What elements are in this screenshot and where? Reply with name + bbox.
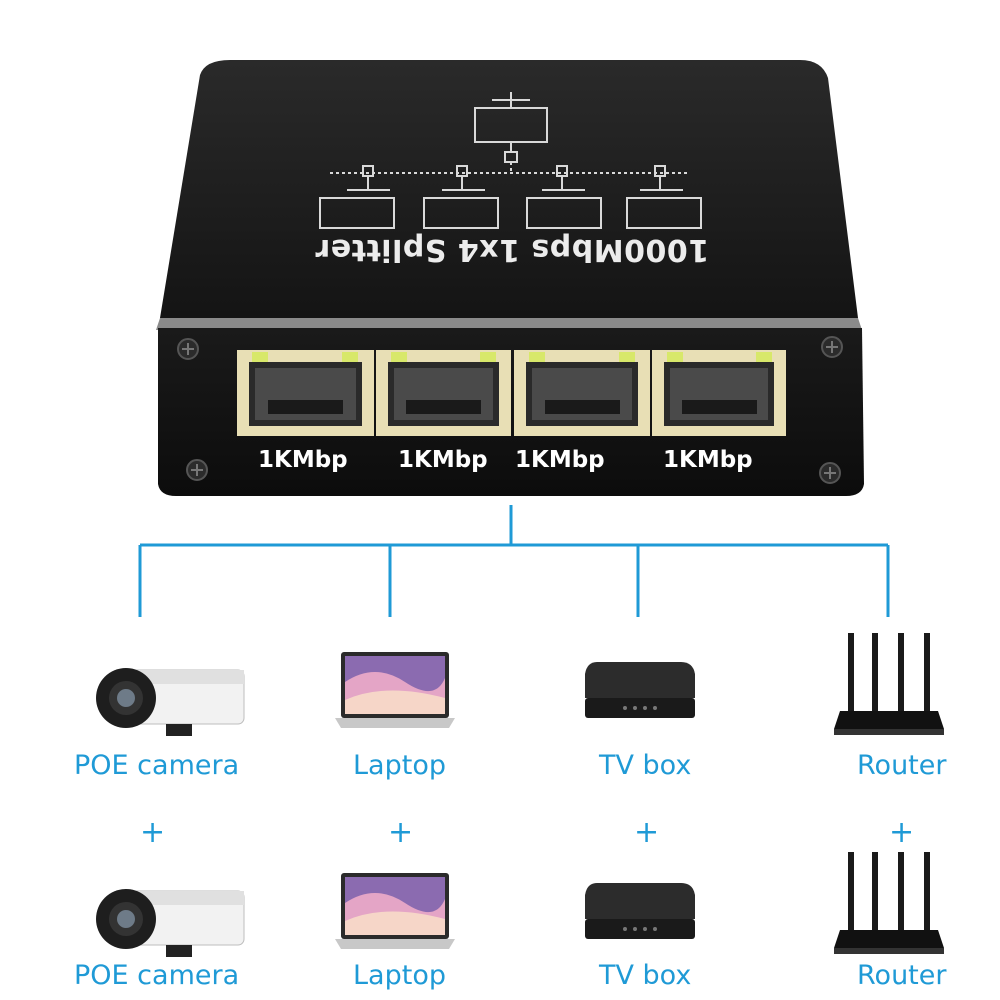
router-icon xyxy=(834,633,944,735)
port-label-2: 1KMbp xyxy=(398,447,488,473)
device-label-tv-box: TV box xyxy=(599,750,692,781)
screw-icon xyxy=(177,336,843,484)
port-label-1: 1KMbp xyxy=(258,447,348,473)
camera-icon xyxy=(95,888,245,958)
camera-icon xyxy=(95,667,245,737)
plus-sign: + xyxy=(140,815,166,850)
ethernet-ports xyxy=(237,350,786,436)
connection-lines xyxy=(138,505,890,617)
plus-sign: + xyxy=(634,815,660,850)
tv-box-icon xyxy=(585,662,695,718)
device-label-tv-box: TV box xyxy=(599,960,692,991)
ethernet-port-icon xyxy=(652,350,786,436)
router-icon xyxy=(834,852,944,954)
device-label-laptop: Laptop xyxy=(353,750,446,781)
topology-diagram-icon xyxy=(319,92,702,229)
port-label-4: 1KMbp xyxy=(663,447,753,473)
plus-sign: + xyxy=(388,815,414,850)
device-label-poe-camera: POE camera xyxy=(74,750,240,781)
device-label-router: Router xyxy=(857,750,947,781)
laptop-icon xyxy=(335,873,455,949)
ethernet-port-icon xyxy=(237,350,374,436)
device-label-laptop: Laptop xyxy=(353,960,446,991)
plus-sign: + xyxy=(889,815,915,850)
ethernet-port-icon xyxy=(376,350,511,436)
device-label-poe-camera: POE camera xyxy=(74,960,240,991)
laptop-icon xyxy=(335,652,455,728)
device-label-router: Router xyxy=(857,960,947,991)
ethernet-port-icon xyxy=(514,350,650,436)
tv-box-icon xyxy=(585,883,695,939)
port-label-3: 1KMbp xyxy=(515,447,605,473)
